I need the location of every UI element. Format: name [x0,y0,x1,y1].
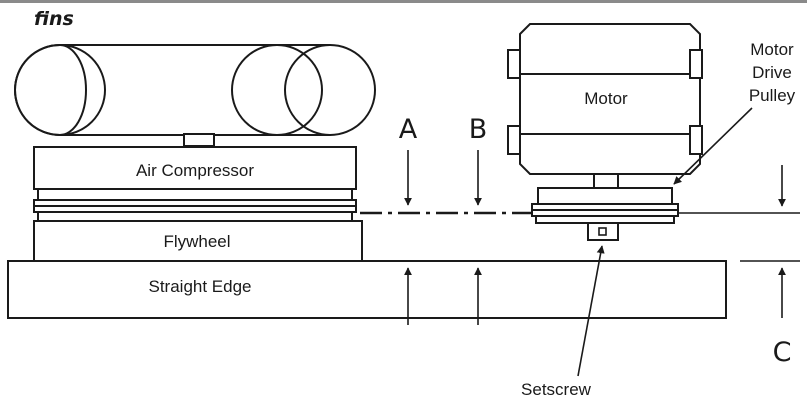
motor-body [507,23,703,175]
motor-label: Motor [584,89,628,108]
setscrew-hole [598,227,607,236]
compressor-pulley [33,188,357,222]
setscrew-callout-label: Setscrew [521,380,592,399]
compressor-neck [183,133,215,147]
marker-b-label: B [469,114,488,145]
fins-logo: fins [34,8,74,30]
marker-c-label: C [773,337,792,368]
setscrew-callout-arrow [577,245,605,377]
top-border [0,0,807,3]
flywheel [33,220,363,262]
compressor-cylinders [14,44,376,136]
straight-edge-label: Straight Edge [148,277,251,296]
air-compressor-label: Air Compressor [136,161,254,180]
motor-drive-pulley [531,187,679,224]
pulley-callout-line2: Drive [752,63,792,82]
pulley-callout-line3: Pulley [749,86,796,105]
flywheel-label: Flywheel [163,232,230,251]
pulley-callout-line1: Motor [750,40,794,59]
motor-shaft [593,173,619,189]
marker-a-label: A [399,114,418,145]
straight-edge [7,260,727,319]
pulley-callout-arrow [673,107,753,185]
